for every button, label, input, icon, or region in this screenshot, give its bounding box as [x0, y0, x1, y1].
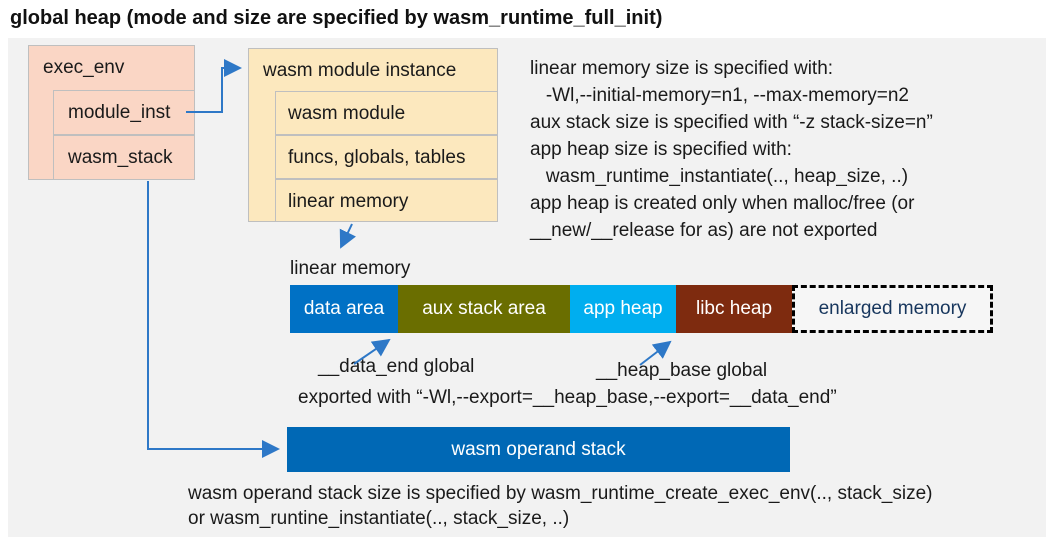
module-instance-title: wasm module instance	[263, 60, 457, 81]
notes-right: linear memory size is specified with: -W…	[530, 55, 933, 244]
note-line: wasm operand stack size is specified by …	[188, 483, 933, 504]
exec-env-row-wasm-stack: wasm_stack	[53, 135, 195, 180]
row-funcs-globals-tables: funcs, globals, tables	[275, 135, 498, 179]
exec-env-title: exec_env	[43, 57, 125, 78]
operand-stack-bar: wasm operand stack	[287, 427, 790, 472]
segment-libc-heap: libc heap	[676, 285, 792, 333]
annotation-exported: exported with “-Wl,--export=__heap_base,…	[298, 387, 837, 408]
annotation-data-end: __data_end global	[318, 356, 475, 377]
diagram-title: global heap (mode and size are specified…	[10, 7, 663, 29]
row-linear-memory: linear memory	[275, 179, 498, 222]
note-line: aux stack size is specified with “-z sta…	[530, 112, 933, 133]
notes-bottom: wasm operand stack size is specified by …	[188, 481, 933, 531]
segment-app-heap: app heap	[570, 285, 676, 333]
annotation-heap-base: __heap_base global	[596, 360, 768, 381]
note-line: app heap size is specified with:	[530, 139, 792, 160]
note-line: app heap is created only when malloc/fre…	[530, 193, 915, 214]
linear-memory-label: linear memory	[290, 258, 411, 279]
note-line: or wasm_runtine_instantiate(.., stack_si…	[188, 508, 570, 529]
note-line: __new/__release for as) are not exported	[530, 220, 878, 241]
segment-aux-stack-area: aux stack area	[398, 285, 570, 333]
note-line: linear memory size is specified with:	[530, 58, 834, 79]
segment-data-area: data area	[290, 285, 398, 333]
operand-stack-label: wasm operand stack	[451, 438, 626, 460]
note-line: -Wl,--initial-memory=n1, --max-memory=n2	[530, 85, 909, 106]
exec-env-row-module-inst: module_inst	[53, 90, 195, 135]
note-line: wasm_runtime_instantiate(.., heap_size, …	[530, 166, 909, 187]
segment-enlarged-memory: enlarged memory	[792, 285, 993, 333]
row-wasm-module: wasm module	[275, 91, 498, 135]
